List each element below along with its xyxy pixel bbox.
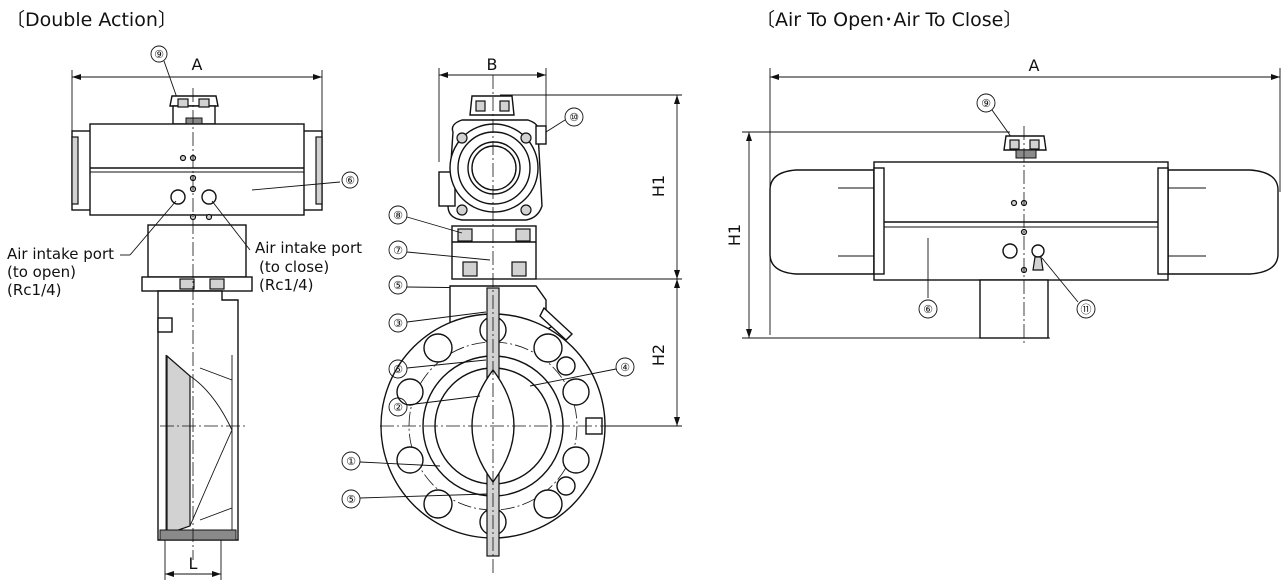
port-close-label: Air intake port bbox=[255, 239, 362, 257]
callout-5-bottom: ⑤ bbox=[346, 493, 356, 506]
title-air-to-open-close: 〔Air To Open･Air To Close〕 bbox=[756, 9, 1022, 31]
port-open-direction: (to open) bbox=[7, 263, 76, 281]
port-close-thread: (Rc1/4) bbox=[259, 276, 314, 294]
callout-4: ④ bbox=[620, 361, 630, 374]
port-close-direction: (to close) bbox=[259, 258, 329, 276]
callout-5-top: ⑤ bbox=[393, 279, 403, 292]
callout-7: ⑦ bbox=[393, 244, 403, 257]
callout-2: ② bbox=[393, 401, 403, 414]
dimension-h1-label-front: H1 bbox=[649, 175, 668, 197]
dimension-l-label: L bbox=[189, 554, 198, 573]
callout-11: ⑪ bbox=[1081, 303, 1092, 316]
port-open-label: Air intake port bbox=[7, 245, 114, 263]
dimension-a-right-label: A bbox=[1029, 56, 1040, 75]
callout-3: ③ bbox=[393, 317, 403, 330]
callout-9-left: ⑨ bbox=[154, 48, 164, 61]
front-view: B H1 H2 ⑩ ⑧ bbox=[341, 55, 682, 575]
title-double-action: 〔Double Action〕 bbox=[6, 9, 177, 31]
callout-6-left: ⑥ bbox=[345, 174, 355, 187]
dimension-a-label: A bbox=[192, 55, 203, 74]
dimension-h2-label-front: H2 bbox=[649, 344, 668, 366]
dimension-h1-label-right: H1 bbox=[725, 224, 744, 246]
port-open-thread: (Rc1/4) bbox=[7, 281, 62, 299]
callout-1: ① bbox=[346, 455, 356, 468]
callout-10: ⑩ bbox=[569, 111, 579, 124]
single-action-view: A H1 ⑨ ⑥ bbox=[725, 56, 1281, 345]
callout-5-mid: ⑤ bbox=[393, 363, 403, 376]
callout-9-right: ⑨ bbox=[981, 97, 991, 110]
double-action-side-view: A ⑨ ⑥ bbox=[7, 45, 362, 580]
dimension-b-label: B bbox=[487, 55, 498, 74]
callout-8: ⑧ bbox=[393, 209, 403, 222]
callout-6-right: ⑥ bbox=[923, 303, 933, 316]
